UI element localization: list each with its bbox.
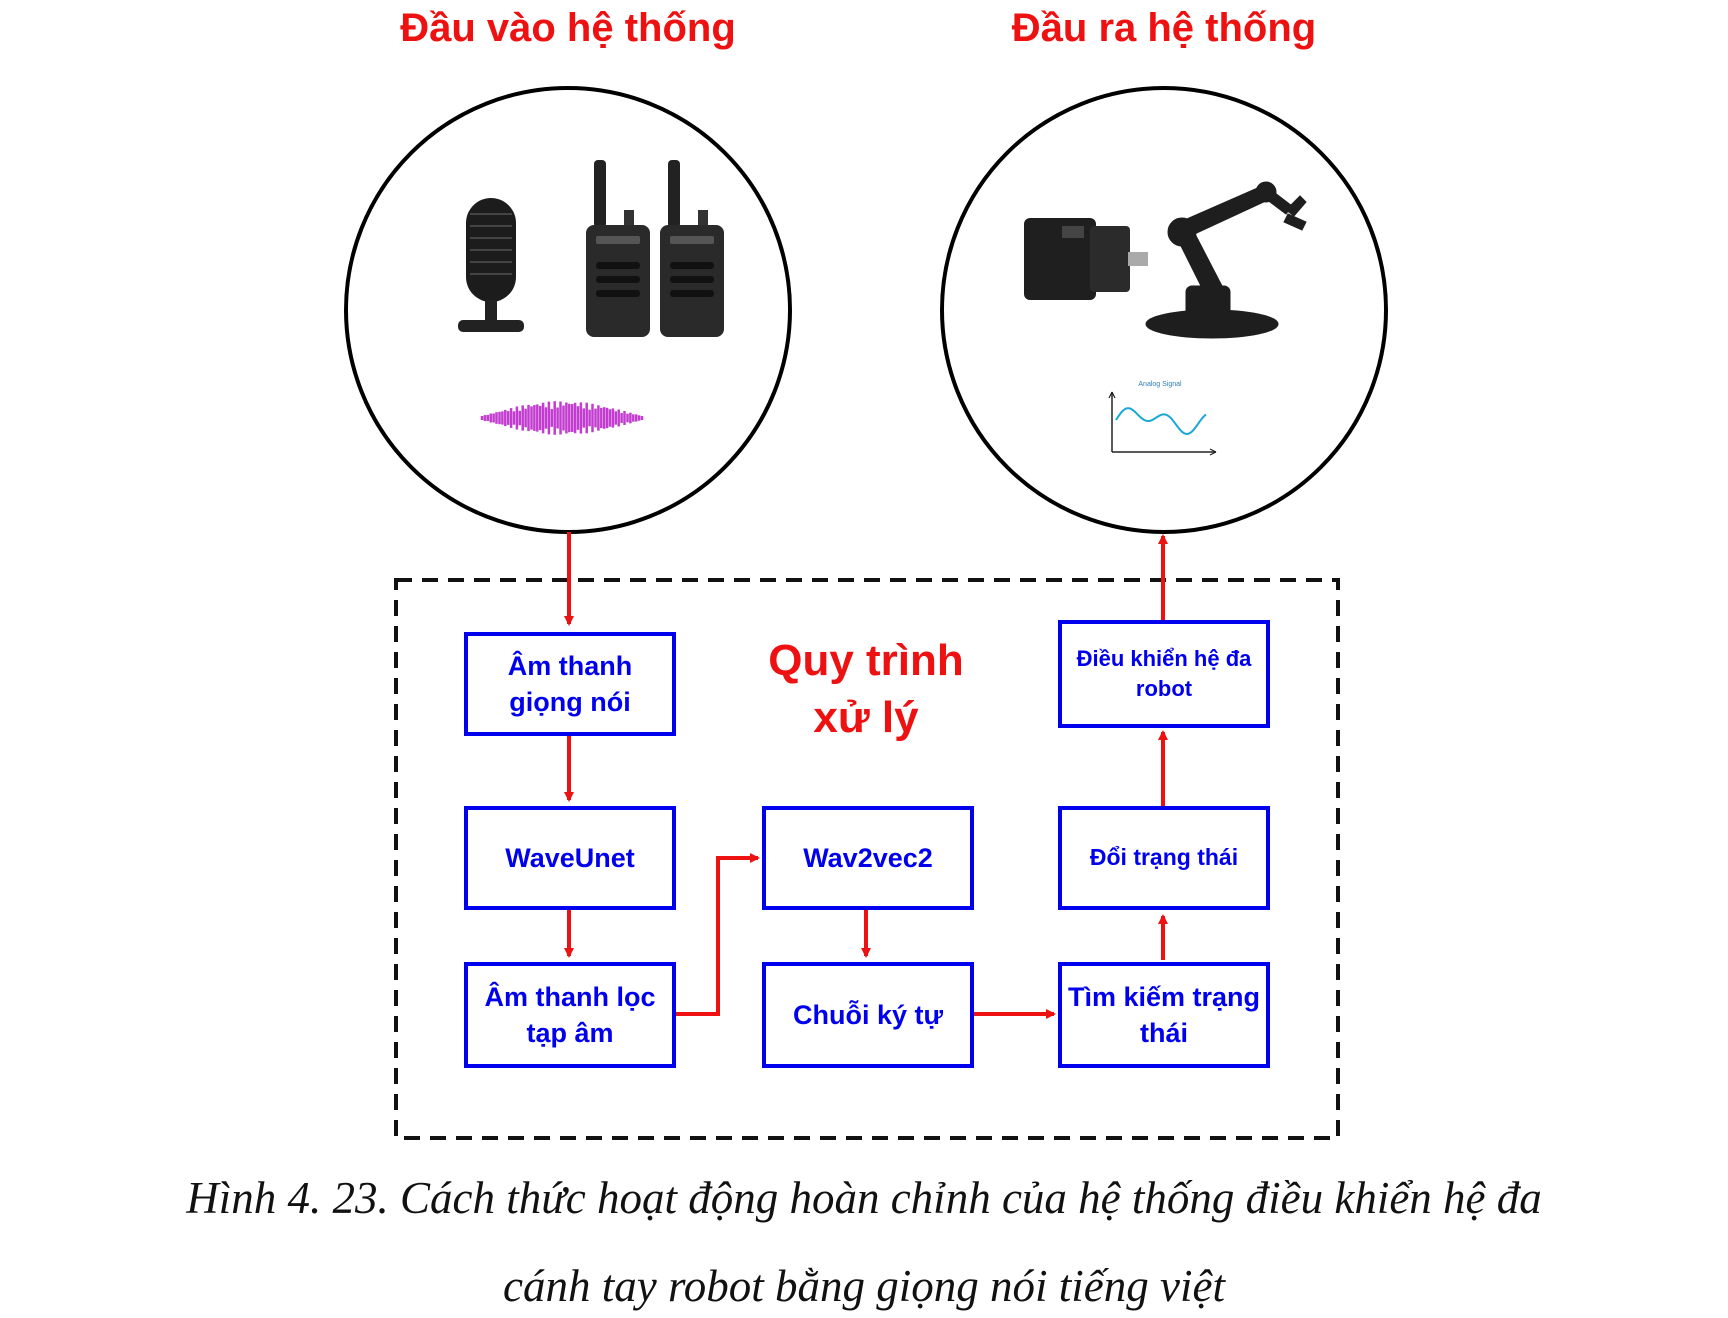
arrow-filtered-to-wav2vec2 (675, 853, 760, 1016)
output-heading: Đầu ra hệ thống (1011, 6, 1317, 50)
processing-frame (394, 578, 1340, 1140)
figure-caption-line1: Hình 4. 23. Cách thức hoạt động hoàn chỉ… (186, 1173, 1542, 1223)
process-title: Quy trình xử lý (740, 632, 992, 746)
walkie-talkie-icon (660, 160, 724, 337)
walkie-talkie-icon (586, 160, 650, 337)
box-control: Điều khiển hệ đa robot (1058, 620, 1270, 728)
output-circle (940, 86, 1388, 534)
input-heading: Đầu vào hệ thống (400, 6, 736, 50)
figure-caption-line2: cánh tay robot bằng giọng nói tiếng việt (503, 1261, 1225, 1311)
process-title-line1: Quy trình (768, 636, 964, 685)
box-charseq: Chuỗi ký tự (762, 962, 974, 1068)
analog-signal-icon: Analog Signal (1108, 381, 1217, 456)
box-filtered: Âm thanh lọc tạp âm (464, 962, 676, 1068)
process-title-line2: xử lý (813, 693, 919, 743)
microphone-icon (458, 198, 524, 332)
box-waveunet: WaveUnet (464, 806, 676, 910)
sound-wave-icon (480, 401, 644, 435)
box-audio: Âm thanh giọng nói (464, 632, 676, 736)
motor-icon (1024, 218, 1148, 300)
box-search: Tìm kiếm trạng thái (1058, 962, 1270, 1068)
box-wav2vec2: Wav2vec2 (762, 806, 974, 910)
robot-arm-icon (1145, 181, 1307, 339)
signal-chart-title: Analog Signal (1138, 381, 1182, 388)
box-change: Đổi trạng thái (1058, 806, 1270, 910)
